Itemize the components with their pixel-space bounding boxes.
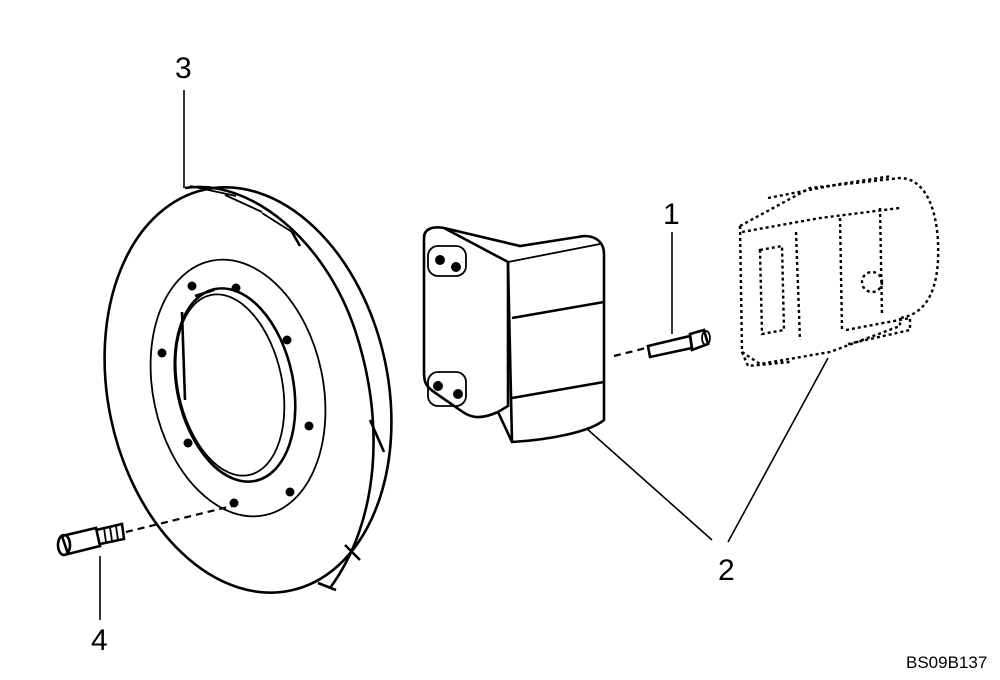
figure-reference: BS09B137 <box>906 653 987 672</box>
disc-bolt-holes <box>157 281 314 508</box>
brake-disc <box>103 185 393 594</box>
callout-1: 1 <box>663 198 680 231</box>
cap-screw <box>613 328 711 359</box>
callout-4: 4 <box>91 624 108 657</box>
brake-caliper <box>738 174 940 368</box>
callout-3: 3 <box>175 52 192 85</box>
leader-lines <box>99 90 829 620</box>
bolt <box>56 504 233 557</box>
brake-pad <box>422 226 606 444</box>
callout-2: 2 <box>718 554 735 587</box>
